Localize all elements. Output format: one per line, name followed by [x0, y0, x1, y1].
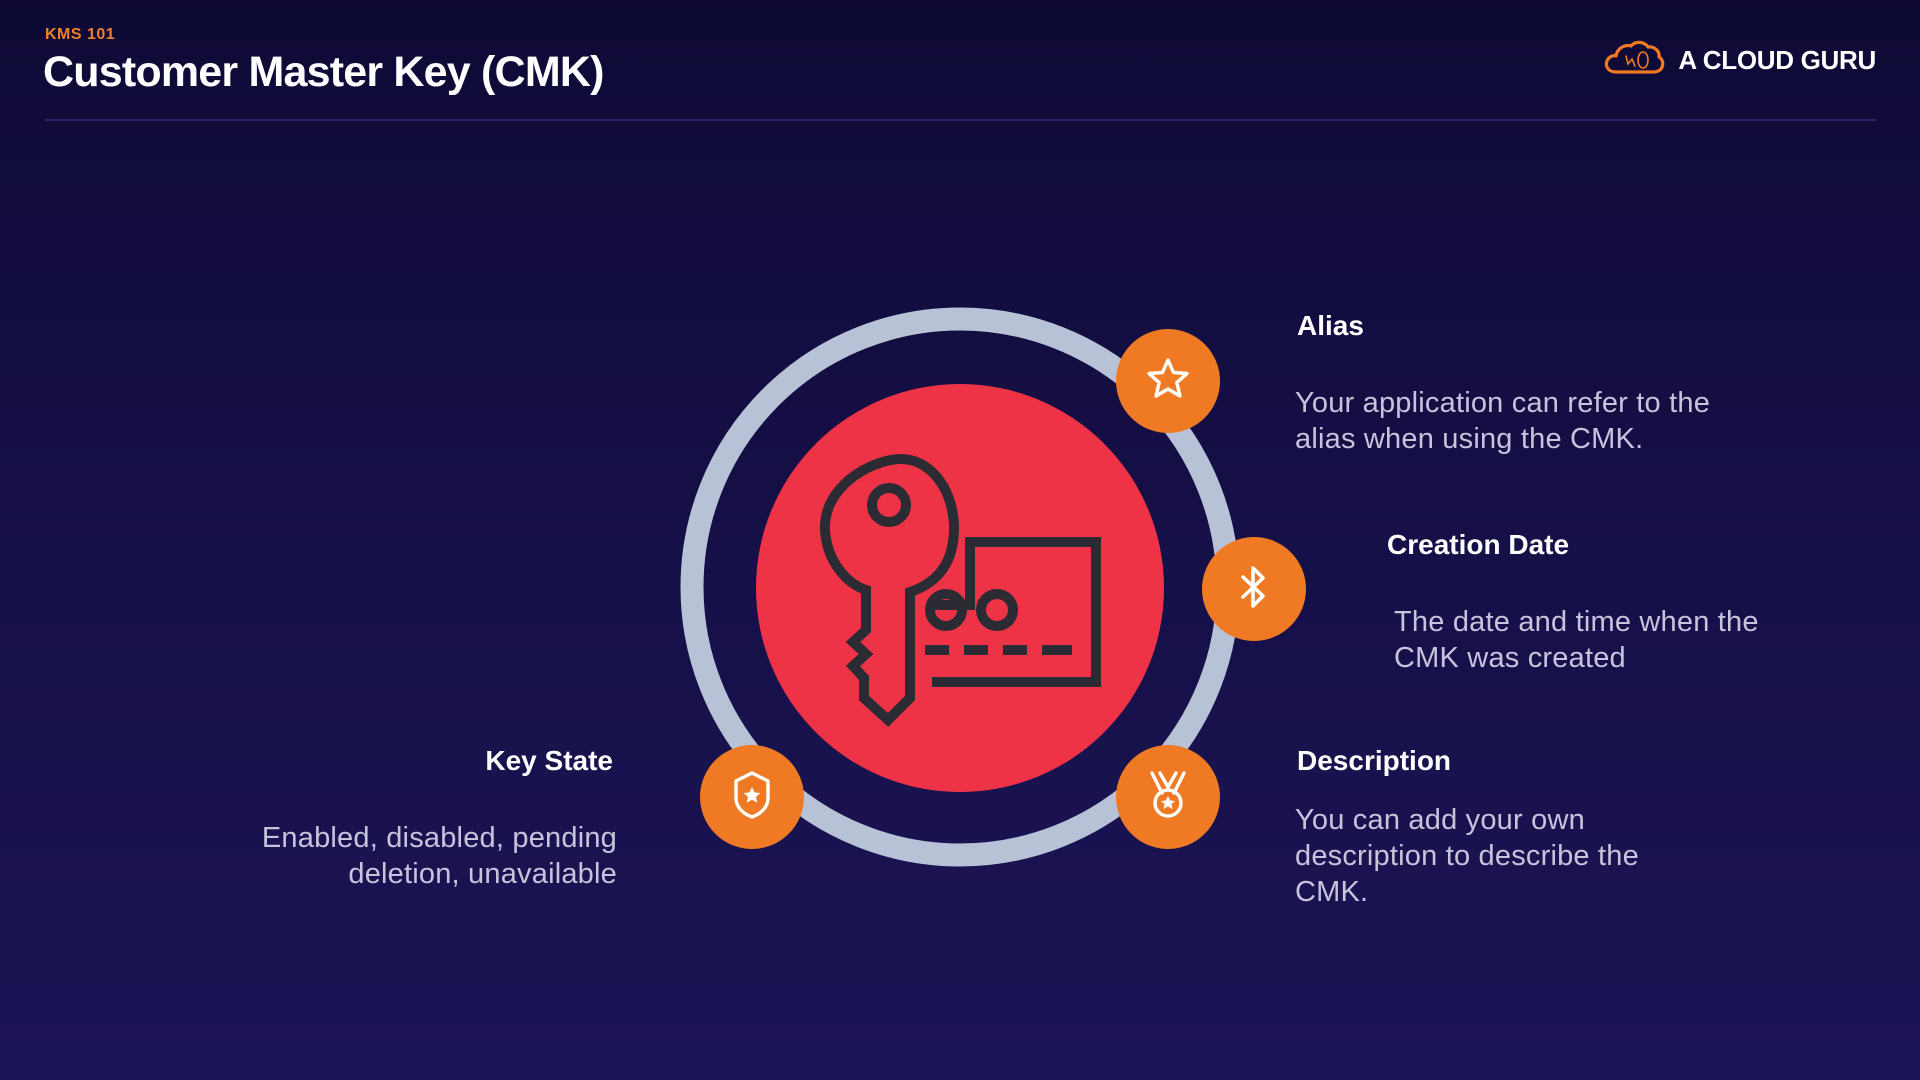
- alias-title: Alias: [1297, 310, 1364, 341]
- cloud-guru-logo-icon: [1602, 38, 1666, 83]
- alias-description: Your application can refer to the alias …: [1295, 387, 1711, 455]
- header-divider: [45, 119, 1877, 121]
- key-state-badge: [700, 745, 804, 849]
- alias-badge: [1116, 329, 1220, 433]
- key-state-description: Enabled, disabled, pending deletion, una…: [261, 822, 617, 890]
- description-title: Description: [1297, 745, 1452, 776]
- bluetooth-icon: [1231, 562, 1277, 617]
- description-badge: [1116, 745, 1220, 849]
- page-title: Customer Master Key (CMK): [43, 48, 604, 96]
- brand-logo: A CLOUD GURU: [1602, 38, 1876, 83]
- description-description: You can add your own description to desc…: [1295, 804, 1639, 908]
- creation-date-title: Creation Date: [1387, 529, 1570, 560]
- creation-date-badge: [1202, 537, 1306, 641]
- brand-name: A CLOUD GURU: [1678, 45, 1876, 75]
- key-card-icon: [819, 453, 1101, 727]
- medal-icon: [1143, 769, 1193, 826]
- key-state-title: Key State: [485, 745, 613, 776]
- section-kicker: KMS 101: [45, 26, 116, 43]
- star-icon: [1145, 356, 1191, 407]
- creation-date-description: The date and time when the CMK was creat…: [1394, 606, 1759, 674]
- shield-star-icon: [728, 770, 776, 825]
- center-disc: [756, 384, 1164, 792]
